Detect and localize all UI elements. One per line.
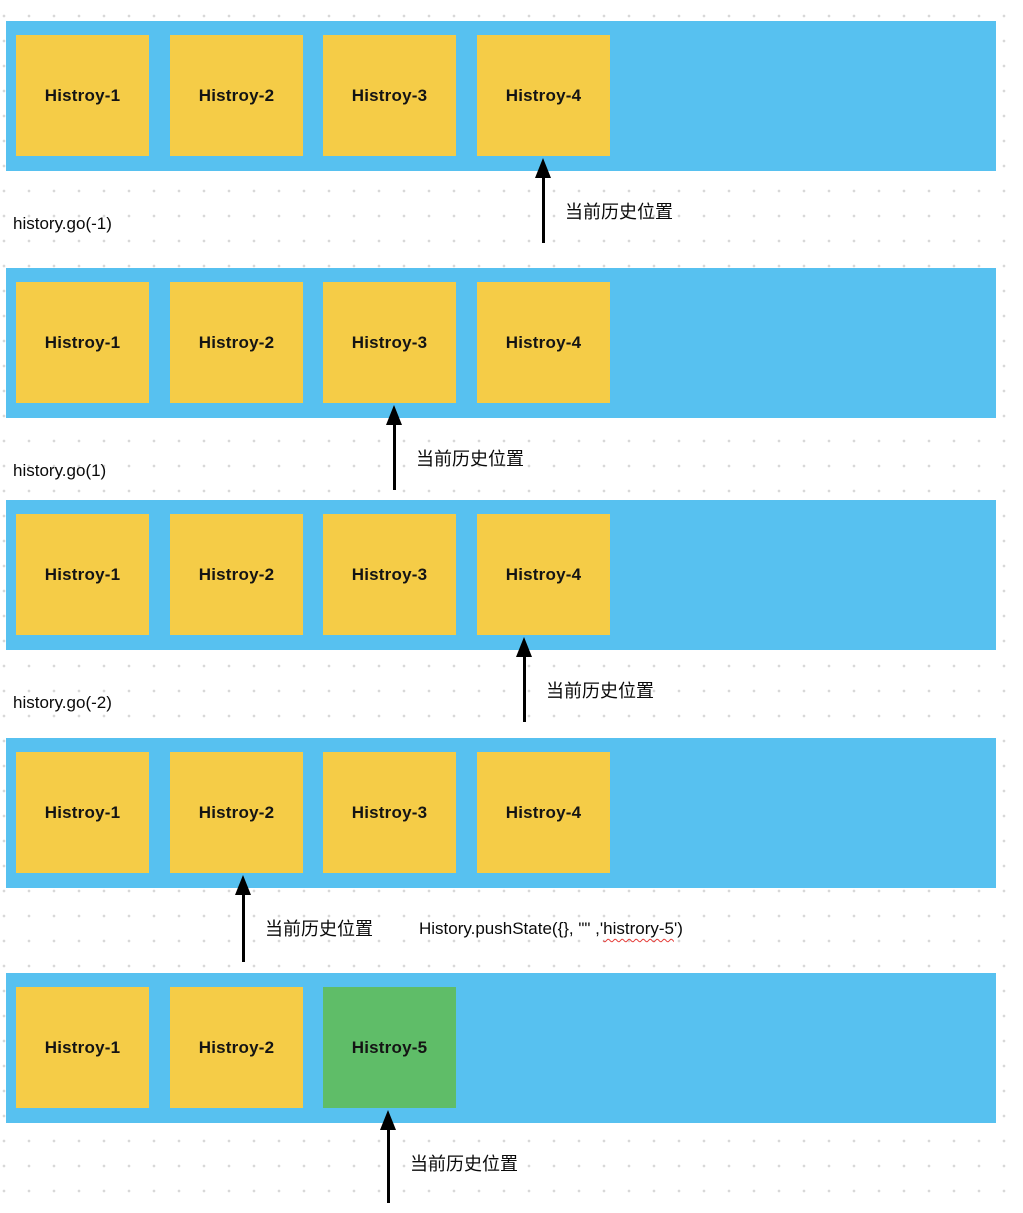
history-entry-label: Histroy-4 <box>505 332 582 352</box>
history-band: Histroy-1 Histroy-2 Histroy-3 Histroy-4 <box>6 268 996 418</box>
pushstate-misspelled-text: histrory-5 <box>603 919 674 938</box>
current-position-arrow <box>386 405 402 490</box>
history-band: Histroy-1 Histroy-2 Histroy-3 Histroy-4 <box>6 738 996 888</box>
history-band: Histroy-1 Histroy-2 Histroy-3 Histroy-4 <box>6 500 996 650</box>
history-entry: Histroy-3 <box>323 752 456 873</box>
history-band: Histroy-1 Histroy-2 Histroy-5 <box>6 973 996 1123</box>
history-entry-label: Histroy-4 <box>505 564 582 584</box>
history-entry: Histroy-2 <box>170 282 303 403</box>
history-entry-label: Histroy-1 <box>44 332 121 352</box>
history-entry: Histroy-1 <box>16 987 149 1108</box>
history-entry: Histroy-1 <box>16 514 149 635</box>
history-entry-label: Histroy-3 <box>351 802 428 822</box>
history-entry: Histroy-4 <box>477 282 610 403</box>
action-label: history.go(-1) <box>13 214 112 233</box>
arrow-up-icon <box>235 875 251 895</box>
history-entry-label: Histroy-4 <box>505 85 582 105</box>
history-entry: Histroy-2 <box>170 514 303 635</box>
current-position-arrow <box>535 158 551 243</box>
arrow-up-icon <box>535 158 551 178</box>
current-position-label: 当前历史位置 <box>565 202 673 222</box>
history-band: Histroy-1 Histroy-2 Histroy-3 Histroy-4 <box>6 21 996 171</box>
history-entry: Histroy-5 <box>323 987 456 1108</box>
history-entry-label: Histroy-3 <box>351 85 428 105</box>
current-position-arrow <box>380 1110 396 1203</box>
history-entry: Histroy-1 <box>16 35 149 156</box>
history-entry-label: Histroy-4 <box>505 802 582 822</box>
current-position-label: 当前历史位置 <box>546 681 654 701</box>
pushstate-text: History.pushState({}, "" ,' <box>419 919 604 938</box>
history-entry-label: Histroy-2 <box>198 1037 275 1057</box>
history-entry-label: Histroy-1 <box>44 1037 121 1057</box>
history-entry: Histroy-4 <box>477 35 610 156</box>
history-entry: Histroy-2 <box>170 35 303 156</box>
history-entry-label: Histroy-3 <box>351 564 428 584</box>
history-entry-label: Histroy-2 <box>198 85 275 105</box>
current-position-label: 当前历史位置 <box>416 449 524 469</box>
history-entry-label: Histroy-1 <box>44 85 121 105</box>
history-entry-label: Histroy-2 <box>198 332 275 352</box>
arrow-up-icon <box>380 1110 396 1130</box>
history-entry: Histroy-3 <box>323 514 456 635</box>
history-entry: Histroy-2 <box>170 752 303 873</box>
history-entry-label: Histroy-2 <box>198 564 275 584</box>
history-entry: Histroy-4 <box>477 752 610 873</box>
history-entry: Histroy-1 <box>16 752 149 873</box>
pushstate-text: ') <box>674 919 683 938</box>
action-label: history.go(1) <box>13 461 107 480</box>
history-entry: Histroy-1 <box>16 282 149 403</box>
history-entry-label: Histroy-1 <box>44 802 121 822</box>
current-position-arrow <box>235 875 251 962</box>
action-label: history.go(-2) <box>13 693 112 712</box>
history-entry: Histroy-3 <box>323 35 456 156</box>
current-position-label: 当前历史位置 <box>410 1154 518 1174</box>
history-entry: Histroy-4 <box>477 514 610 635</box>
history-entry-label: Histroy-5 <box>351 1037 428 1057</box>
history-entry-label: Histroy-3 <box>351 332 428 352</box>
history-entry-label: Histroy-1 <box>44 564 121 584</box>
current-position-label: 当前历史位置 <box>265 919 373 939</box>
history-entry-label: Histroy-2 <box>198 802 275 822</box>
arrow-up-icon <box>516 637 532 657</box>
current-position-arrow <box>516 637 532 722</box>
history-entry: Histroy-2 <box>170 987 303 1108</box>
pushstate-annotation: History.pushState({}, "" ,'histrory-5') <box>419 917 683 941</box>
arrow-up-icon <box>386 405 402 425</box>
history-entry: Histroy-3 <box>323 282 456 403</box>
